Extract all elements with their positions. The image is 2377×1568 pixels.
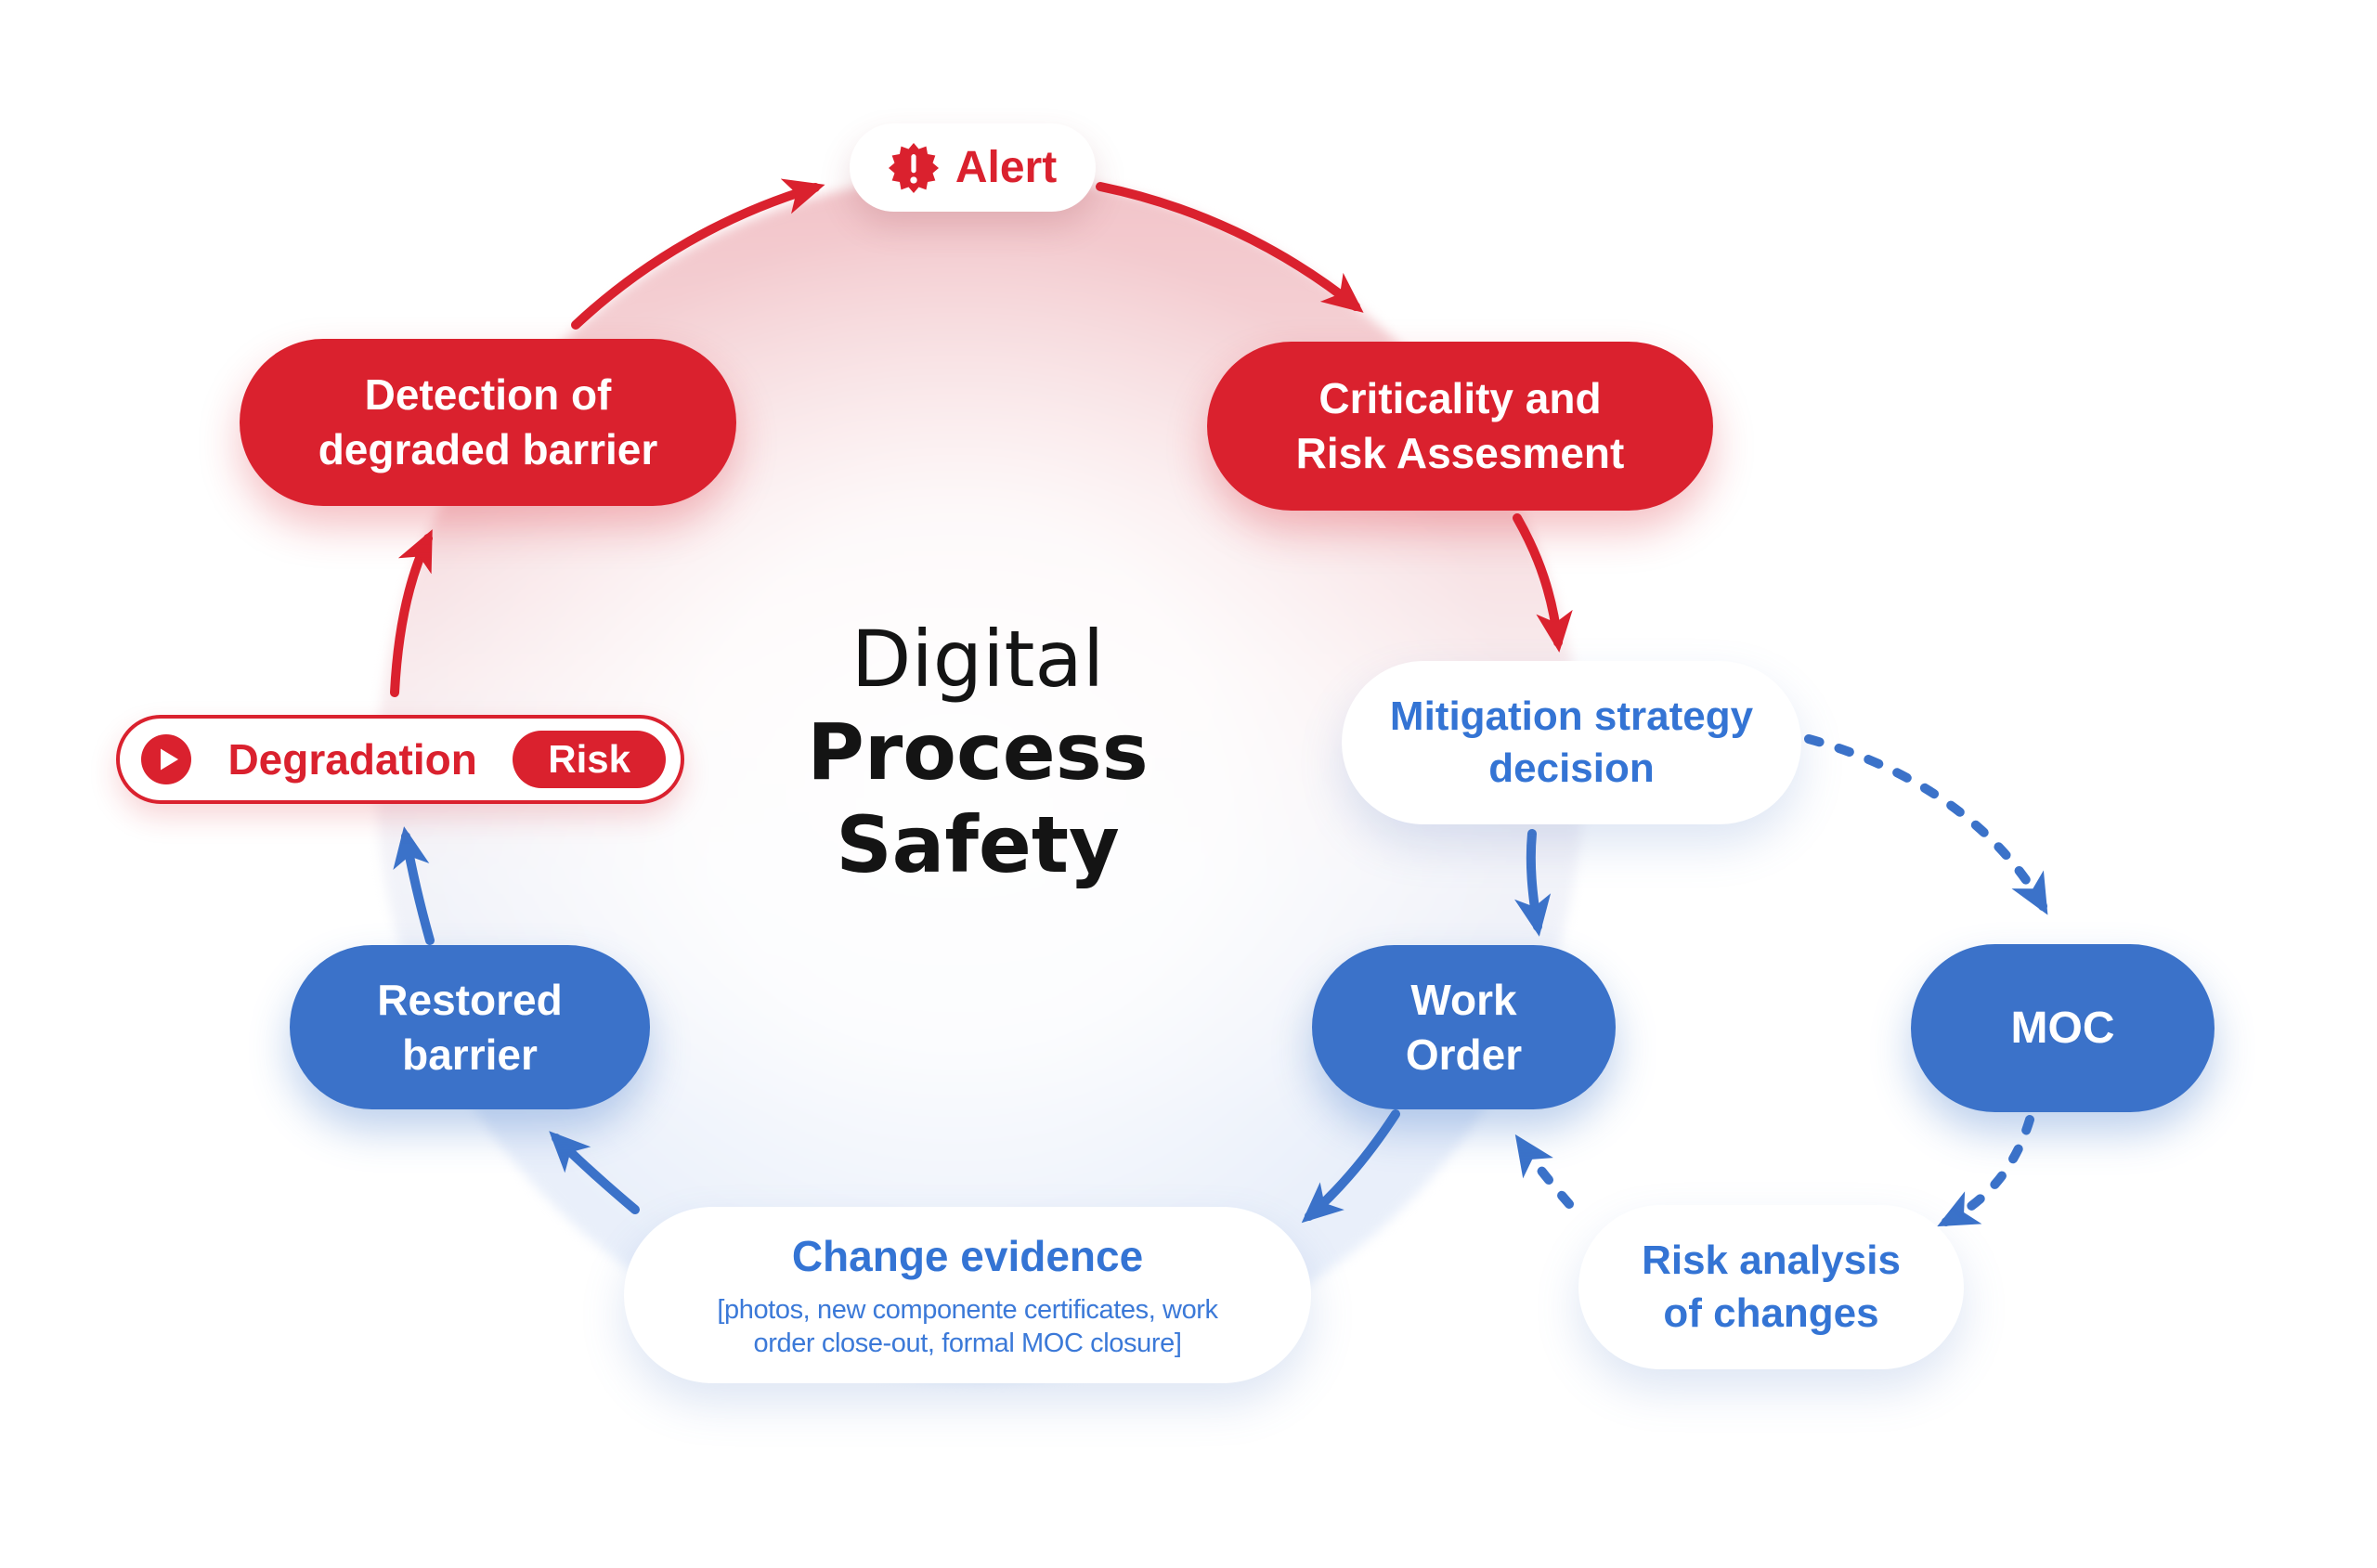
- title-line-digital: Digital: [851, 614, 1105, 705]
- arrow-detection-to-alert: [571, 178, 825, 330]
- change-evidence-subtitle: [photos, new componente certificates, wo…: [717, 1295, 1218, 1359]
- node-work-order: Work Order: [1312, 945, 1616, 1109]
- criticality-label: Criticality and Risk Assesment: [1295, 374, 1625, 477]
- risk-analysis-label: Risk analysis of changes: [1642, 1238, 1901, 1336]
- alert-label: Alert: [955, 143, 1058, 192]
- arrow-work-order-to-change-evidence: [1301, 1109, 1400, 1224]
- moc-label: MOC: [2010, 1003, 2115, 1053]
- title-line-safety: Safety: [836, 799, 1120, 890]
- arrow-mitigation-to-moc-dotted: [1804, 734, 2048, 915]
- node-change-evidence: Change evidence [photos, new componente …: [624, 1207, 1311, 1383]
- play-icon: [140, 733, 192, 785]
- node-mitigation-strategy-decision: Mitigation strategy decision: [1342, 661, 1801, 824]
- alert-badge: Alert: [850, 123, 1096, 212]
- risk-chip: Risk: [513, 731, 666, 788]
- alert-seal-icon: [888, 142, 939, 193]
- change-evidence-title: Change evidence: [791, 1232, 1144, 1281]
- restored-barrier-label: Restored barrier: [377, 975, 563, 1079]
- arrow-moc-to-risk-analysis-dotted: [1937, 1115, 2034, 1227]
- arrow-restored-to-degradation: [393, 826, 435, 945]
- arrow-alert-to-criticality: [1096, 182, 1364, 313]
- work-order-label: Work Order: [1405, 975, 1523, 1079]
- node-restored-barrier: Restored barrier: [290, 945, 650, 1109]
- node-risk-analysis-of-changes: Risk analysis of changes: [1578, 1205, 1964, 1369]
- arrow-change-evidence-to-restored: [549, 1131, 640, 1214]
- node-moc: MOC: [1911, 944, 2215, 1112]
- detection-label: Detection of degraded barrier: [318, 370, 658, 473]
- degradation-label: Degradation: [227, 735, 477, 784]
- arrow-risk-analysis-to-work-order-dotted: [1514, 1134, 1574, 1209]
- node-criticality-and-risk-assesment: Criticality and Risk Assesment: [1207, 342, 1713, 511]
- node-detection-of-degraded-barrier: Detection of degraded barrier: [240, 339, 736, 506]
- mitigation-label: Mitigation strategy decision: [1389, 693, 1754, 791]
- arrow-degradation-to-detection: [390, 529, 433, 697]
- node-degradation-risk: Degradation Risk: [116, 715, 684, 804]
- arrow-criticality-to-mitigation: [1513, 513, 1573, 653]
- page-title: Digital Process Safety: [606, 613, 1349, 891]
- title-line-process: Process: [807, 706, 1149, 797]
- arrow-mitigation-to-work-order: [1514, 829, 1552, 937]
